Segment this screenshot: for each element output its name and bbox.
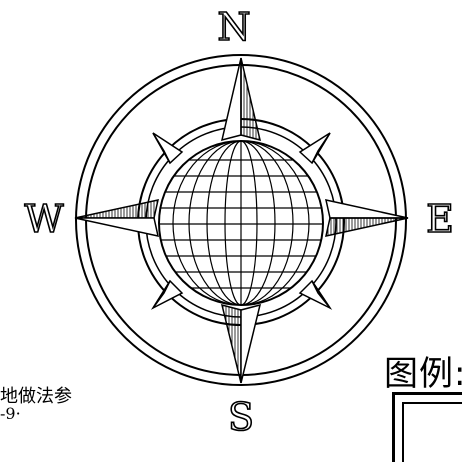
compass-rose: N S W E bbox=[24, 4, 455, 440]
globe bbox=[158, 140, 324, 306]
south-label: S bbox=[228, 395, 254, 439]
intercardinal-points bbox=[150, 132, 333, 310]
east-point bbox=[325, 199, 409, 237]
outer-ring bbox=[75, 54, 407, 386]
east-label: E bbox=[426, 197, 454, 241]
west-point bbox=[74, 199, 159, 237]
south-point bbox=[220, 303, 262, 384]
note-text: 地做法参 bbox=[0, 386, 72, 407]
north-point bbox=[220, 57, 262, 142]
note-text-2: -9· bbox=[0, 404, 21, 423]
west-label: W bbox=[24, 197, 63, 241]
compass-diagram: N S W E 图例: 地做法参 -9· bbox=[0, 4, 462, 462]
legend-title: 图例: bbox=[384, 354, 462, 394]
north-label: N bbox=[217, 5, 250, 49]
legend-box bbox=[392, 392, 462, 462]
legend-box-inner bbox=[402, 402, 462, 462]
